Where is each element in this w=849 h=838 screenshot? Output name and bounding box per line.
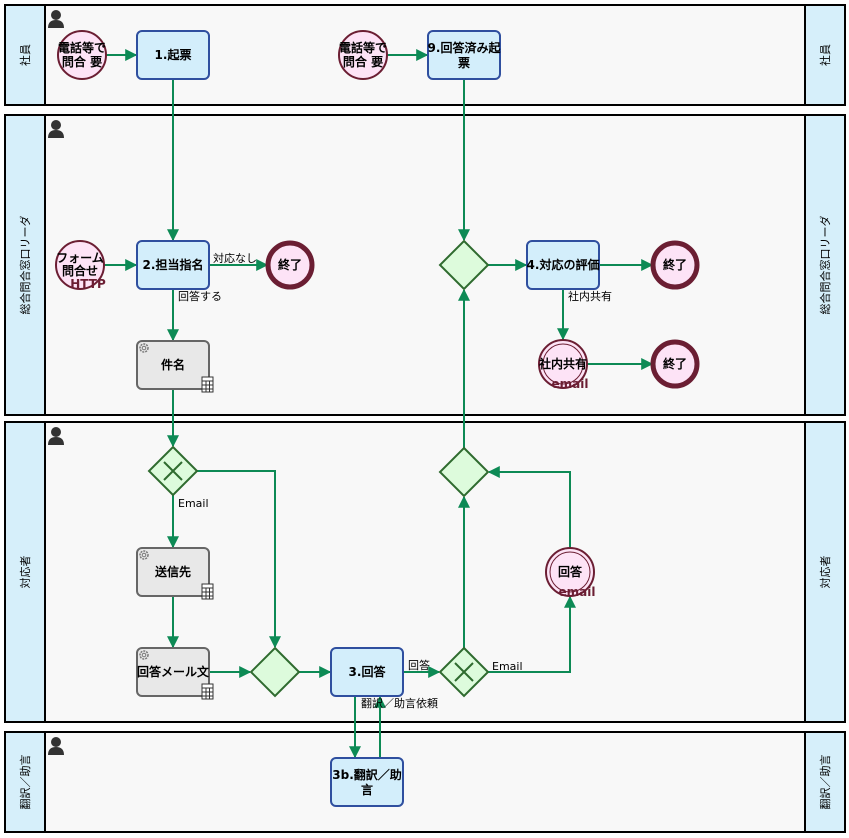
flow-label: 社内共有 (568, 289, 612, 303)
svg-text:電話等で: 電話等で (339, 40, 387, 55)
end-event[interactable]: 終了 (650, 339, 700, 389)
lane-translation: 翻訳／助言 翻訳／助言 (4, 731, 846, 833)
end-event[interactable]: 終了 (265, 240, 315, 290)
flow[interactable] (487, 466, 571, 548)
table-icon (201, 583, 214, 600)
svg-text:問合せ: 問合せ (62, 263, 98, 278)
svg-text:終了: 終了 (663, 257, 687, 272)
svg-text:終了: 終了 (663, 356, 687, 371)
gateway[interactable] (438, 239, 490, 291)
end-event[interactable]: 終了 (650, 240, 700, 290)
lane-label: 総合問合窓口リーダ (818, 216, 832, 315)
exclusive-gateway[interactable] (147, 445, 199, 497)
svg-text:送信先: 送信先 (154, 564, 191, 579)
lane-label: 対応者 (818, 556, 832, 589)
flow[interactable] (197, 470, 281, 649)
lane-label: 対応者 (18, 556, 32, 589)
svg-text:フォーム: フォーム (56, 251, 104, 265)
task-destination[interactable]: 送信先 (136, 547, 214, 600)
svg-text:4.対応の評価: 4.対応の評価 (527, 257, 600, 272)
svg-text:email: email (552, 377, 589, 391)
svg-text:問合 要: 問合 要 (62, 54, 102, 69)
exclusive-gateway[interactable] (438, 646, 490, 698)
svg-text:email: email (559, 585, 596, 599)
intermediate-event-answer[interactable]: 回答 email (545, 547, 596, 599)
task-mail-body[interactable]: 回答メール文 (136, 647, 214, 700)
svg-text:2.担当指名: 2.担当指名 (143, 257, 204, 272)
svg-text:問合 要: 問合 要 (343, 54, 383, 69)
svg-text:回答: 回答 (558, 564, 583, 579)
intermediate-event-share[interactable]: 社内共有 email (538, 339, 589, 391)
lane-label: 社員 (818, 44, 832, 66)
svg-text:言: 言 (361, 782, 373, 797)
lane-responder: 対応者 対応者 (4, 421, 846, 723)
task-subject[interactable]: 件名 (136, 340, 214, 393)
svg-text:件名: 件名 (161, 357, 185, 372)
flow-label: 回答する (178, 289, 222, 303)
svg-text:回答メール文: 回答メール文 (137, 664, 210, 679)
svg-text:3b.翻訳／助: 3b.翻訳／助 (332, 767, 402, 782)
svg-text:社内共有: 社内共有 (538, 356, 587, 371)
svg-text:3.回答: 3.回答 (349, 664, 387, 679)
svg-text:終了: 終了 (278, 257, 302, 272)
lane-label: 翻訳／助言 (818, 755, 832, 810)
table-icon (201, 683, 214, 700)
gateway[interactable] (249, 646, 301, 698)
svg-text:9.回答済み起: 9.回答済み起 (428, 40, 502, 55)
task-3-answer[interactable]: 3.回答 (330, 647, 404, 697)
flow-label: Email (178, 497, 209, 510)
task-1-ticket[interactable]: 1.起票 (136, 30, 210, 80)
gateway[interactable] (438, 446, 490, 498)
svg-text:HTTP: HTTP (70, 277, 106, 291)
lane-label: 翻訳／助言 (18, 755, 32, 810)
task-2-assign[interactable]: 2.担当指名 (136, 240, 210, 290)
svg-text:票: 票 (458, 56, 470, 70)
flow-label: Email (492, 660, 523, 673)
lane-label: 社員 (18, 44, 32, 66)
task-4-evaluate[interactable]: 4.対応の評価 (526, 240, 600, 290)
flow-label: 対応なし (213, 251, 257, 265)
svg-text:1.起票: 1.起票 (155, 47, 192, 62)
sequence-flows: 対応なし 回答する 社内共有 Email 回答 Email 翻訳／助言依頼 (104, 49, 654, 759)
table-icon (201, 376, 214, 393)
flow-label: 回答 (408, 658, 430, 672)
svg-text:電話等で: 電話等で (58, 40, 106, 55)
lane-label: 総合問合窓口リーダ (18, 216, 32, 315)
task-3b-translation[interactable]: 3b.翻訳／助言 (330, 757, 404, 807)
flow[interactable] (488, 595, 576, 673)
flow-label: 翻訳／助言依頼 (361, 696, 438, 710)
